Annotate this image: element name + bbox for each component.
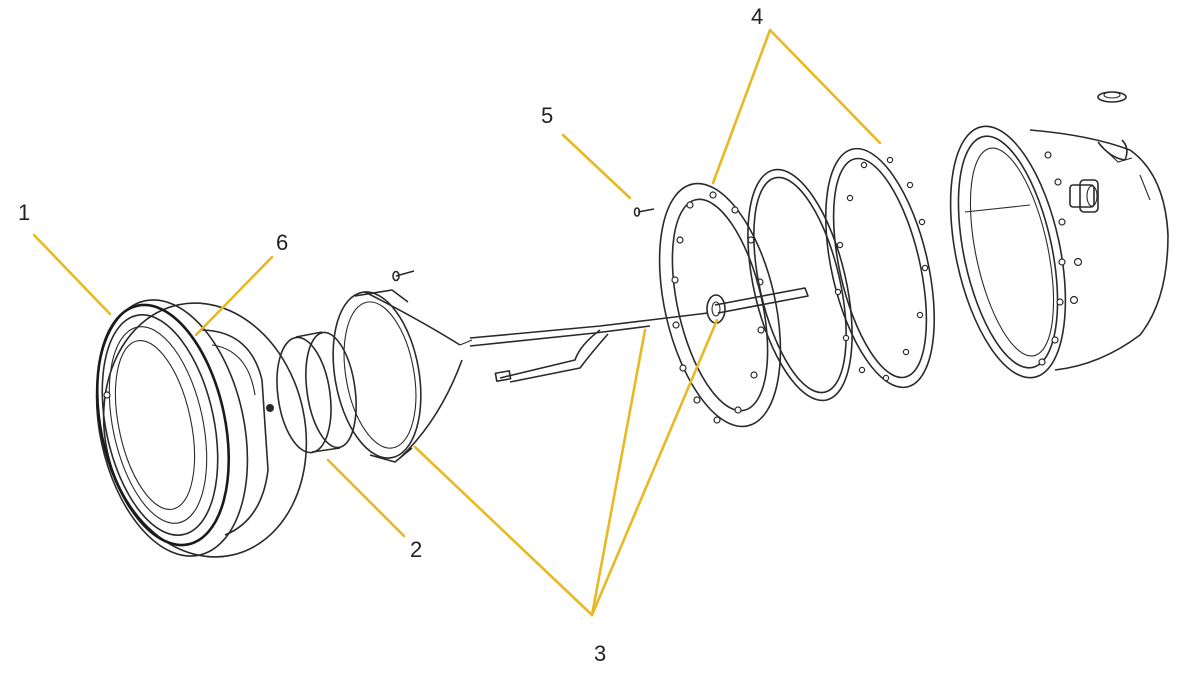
callout-1: 1 bbox=[18, 200, 30, 225]
leader-5 bbox=[561, 133, 632, 200]
part-gasket-middle bbox=[747, 168, 853, 402]
callout-2: 2 bbox=[410, 537, 422, 562]
callout-5: 5 bbox=[541, 103, 553, 128]
leader-4b bbox=[768, 28, 882, 145]
part-rear-housing bbox=[949, 125, 1169, 379]
leader-lines bbox=[32, 28, 882, 617]
leader-3a bbox=[413, 445, 594, 617]
part-clip bbox=[1097, 91, 1127, 103]
part-front-bezel bbox=[95, 299, 308, 558]
leader-1 bbox=[32, 233, 112, 316]
part-lens-ring bbox=[276, 331, 357, 454]
part-gasket-back bbox=[824, 147, 936, 389]
callout-6: 6 bbox=[276, 230, 288, 255]
leader-3b bbox=[590, 328, 647, 617]
callout-4: 4 bbox=[751, 4, 763, 29]
leader-4a bbox=[711, 28, 772, 185]
screw-small bbox=[633, 207, 655, 217]
screw-loose bbox=[392, 270, 415, 282]
leader-6 bbox=[194, 255, 274, 337]
part-reflector-cone bbox=[332, 289, 473, 463]
callout-labels: 1 2 3 4 5 6 bbox=[18, 4, 763, 666]
leader-2 bbox=[326, 458, 406, 538]
callout-3: 3 bbox=[594, 641, 606, 666]
part-gasket-flange bbox=[658, 182, 782, 428]
leader-3c bbox=[590, 318, 719, 617]
